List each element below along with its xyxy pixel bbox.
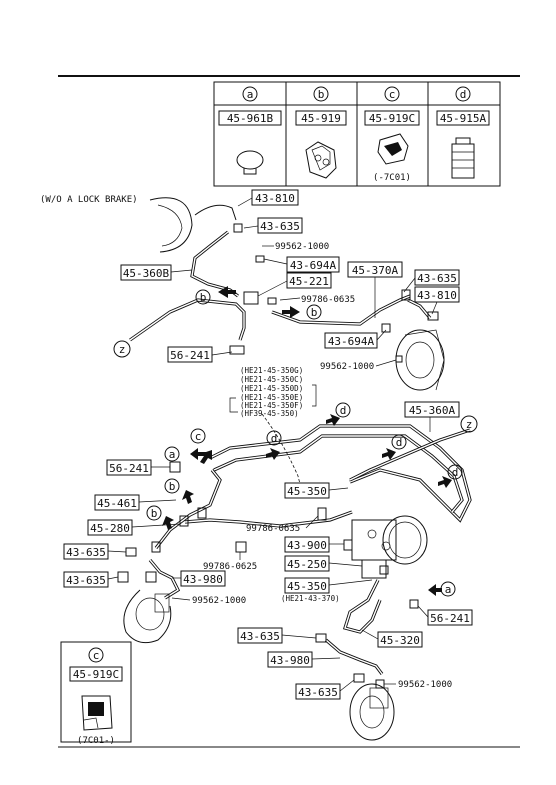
part-99562-1000-c: 99562-1000 xyxy=(192,596,246,606)
inset-letter: c xyxy=(93,649,100,662)
inset-detail-c: c 45-919C (7C01-) xyxy=(60,641,132,746)
legend-letter-c: c xyxy=(389,88,396,101)
callout-z-1: z xyxy=(119,343,126,356)
part-45-280: 45-280 xyxy=(90,522,130,535)
callout-z-2: z xyxy=(466,418,473,431)
legend-part-c: 45-919C xyxy=(369,112,415,125)
part-45-360a: 45-360A xyxy=(409,404,456,417)
fittings xyxy=(117,223,439,689)
part-99786-0635-a: 99786-0635 xyxy=(301,295,355,305)
part-56-241-a: 56-241 xyxy=(170,349,210,362)
master-cylinder xyxy=(351,515,428,579)
inset-note: (7C01-) xyxy=(77,736,115,746)
part-43-980-a: 43-980 xyxy=(183,573,223,586)
arrows xyxy=(162,286,452,596)
legend-letter-a: a xyxy=(247,88,254,101)
legend-letter-b: b xyxy=(318,88,325,101)
callout-b-2: b xyxy=(311,306,318,319)
callout-d-2: d xyxy=(340,404,347,417)
variant-6: (HF39-45-350) xyxy=(240,409,299,418)
callout-c-1: c xyxy=(195,430,202,443)
part-43-810-right: 43-810 xyxy=(417,289,457,302)
callout-d-3: d xyxy=(396,436,403,449)
part-45-370a: 45-370A xyxy=(352,264,399,277)
arrow-d-1 xyxy=(266,448,280,460)
rear-brake-right xyxy=(395,329,445,391)
legend-part-b: 45-919 xyxy=(301,112,341,125)
legend-table: a 45-961B b 45-919 c 45-919C (-7C01) d xyxy=(213,81,501,187)
part-43-635-a: 43-635 xyxy=(260,220,300,233)
part-99786-0635-b: 99786-0635 xyxy=(246,524,300,534)
part-45-350-b: 45-350 xyxy=(287,580,327,593)
callout-a-2: a xyxy=(445,583,452,596)
arrow-d-2 xyxy=(326,414,340,426)
clip-919-icon xyxy=(305,141,337,179)
part-43-635-f: 43-635 xyxy=(298,686,338,699)
callout-d-1: d xyxy=(271,432,278,445)
clip-919c-new-icon xyxy=(81,695,113,731)
arrow-a-2 xyxy=(428,584,442,596)
part-43-635-c: 43-635 xyxy=(66,546,106,559)
part-45-320: 45-320 xyxy=(380,634,420,647)
part-43-900: 43-900 xyxy=(287,539,327,552)
part-99562-1000-d: 99562-1000 xyxy=(398,680,452,690)
front-brake-left xyxy=(123,589,172,644)
part-43-694a-b: 43-694A xyxy=(328,335,375,348)
part-45-350-a: 45-350 xyxy=(287,485,327,498)
legend-part-d: 45-915A xyxy=(440,112,487,125)
clip-915a-icon xyxy=(451,137,475,179)
callout-a-1: a xyxy=(169,448,176,461)
part-43-635-e: 43-635 xyxy=(240,630,280,643)
clip-961b-icon xyxy=(236,150,264,175)
condition-label: (W/O A LOCK BRAKE) xyxy=(40,195,138,205)
callouts: b b z z c a d d d d b b a xyxy=(113,289,478,597)
part-99562-1000-a: 99562-1000 xyxy=(275,242,329,252)
legend-note-c: (-7C01) xyxy=(373,173,411,183)
part-56-241-b: 56-241 xyxy=(109,462,149,475)
part-43-635-b: 43-635 xyxy=(417,272,457,285)
part-43-694a-a: 43-694A xyxy=(290,259,337,272)
clip-919c-icon xyxy=(377,133,409,165)
arrow-c-1 xyxy=(200,450,212,464)
variant-4: (HE21-45-350E) xyxy=(240,393,303,402)
arrow-d-3 xyxy=(382,448,396,460)
arrow-a-1 xyxy=(190,448,206,460)
part-99786-0625: 99786-0625 xyxy=(203,562,257,572)
arrow-b-4 xyxy=(162,516,174,530)
part-56-241-c: 56-241 xyxy=(430,612,470,625)
front-brake-right xyxy=(349,683,395,741)
part-43-810-top: 43-810 xyxy=(255,192,295,205)
callout-b-4: b xyxy=(151,507,158,520)
part-45-360b: 45-360B xyxy=(123,267,170,280)
variant-3: (HE21-45-350D) xyxy=(240,384,303,393)
variant-2: (HE21-45-350C) xyxy=(240,375,303,384)
part-45-221: 45-221 xyxy=(289,275,329,288)
part-45-461: 45-461 xyxy=(97,497,137,510)
part-45-350-note: (HE21-43-370) xyxy=(281,594,340,603)
callout-d-4: d xyxy=(452,466,459,479)
arrow-b-1 xyxy=(218,286,236,298)
variant-1: (HE21-45-350G) xyxy=(240,366,303,375)
callout-b-3: b xyxy=(169,480,176,493)
part-43-980-b: 43-980 xyxy=(270,654,310,667)
arrow-b-3 xyxy=(182,490,194,504)
rear-brake-upper xyxy=(149,197,237,253)
inset-part: 45-919C xyxy=(73,668,119,681)
variant-5: (HE21-45-350F) xyxy=(240,401,303,410)
arrow-d-4 xyxy=(438,476,452,488)
arrow-b-2 xyxy=(282,306,300,318)
part-labels: 43-810 43-635 99562-1000 45-360B 43-694A… xyxy=(63,189,473,700)
part-43-635-d: 43-635 xyxy=(66,574,106,587)
callout-b-1: b xyxy=(200,291,207,304)
part-99562-1000-b: 99562-1000 xyxy=(320,362,374,372)
part-45-250: 45-250 xyxy=(287,558,327,571)
legend-part-a: 45-961B xyxy=(227,112,274,125)
legend-letter-d: d xyxy=(460,88,467,101)
